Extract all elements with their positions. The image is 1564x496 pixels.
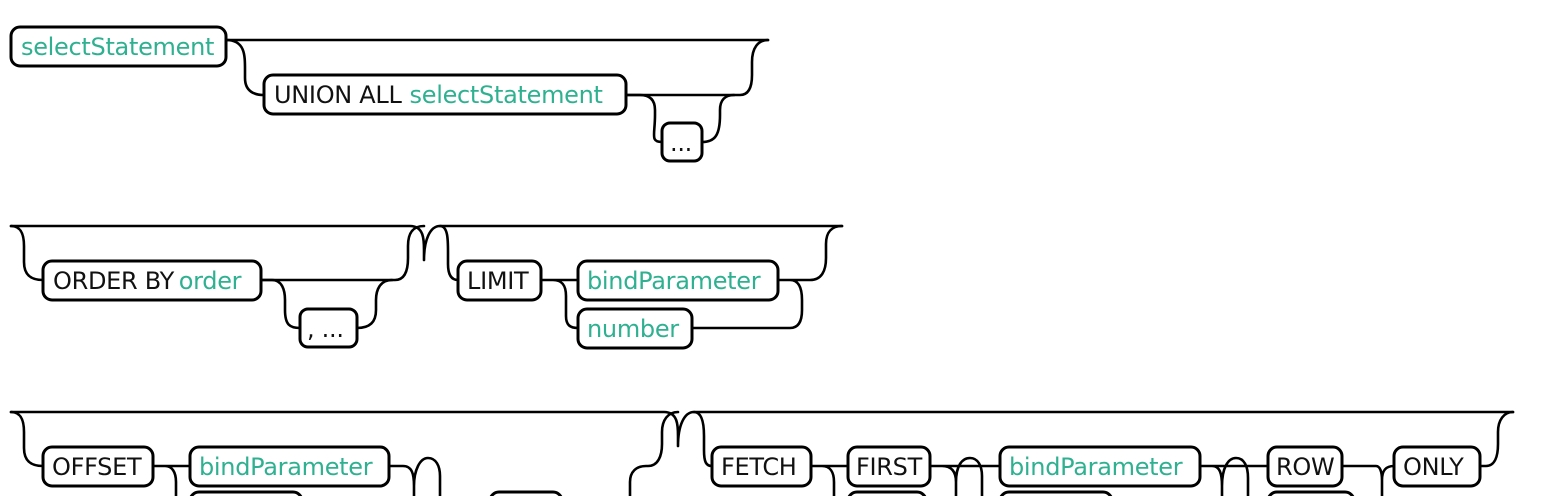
offset-bind-parameter-node[interactable]: bindParameter — [188, 445, 391, 488]
row2-limit-branch — [438, 224, 844, 330]
row2-top-track — [9, 224, 844, 262]
union-repeat-node[interactable]: ... — [660, 121, 704, 163]
only-keyword: ONLY — [1403, 453, 1464, 481]
limit-node[interactable]: LIMIT — [456, 259, 543, 302]
row3-fetch-branch — [692, 410, 1515, 496]
offset-bind-parameter-label: bindParameter — [199, 453, 373, 481]
row3-offset-branch — [9, 410, 680, 496]
union-all-keyword: UNION ALL — [274, 81, 402, 109]
fetch-number-node[interactable] — [999, 490, 1113, 496]
limit-bind-parameter-node[interactable]: bindParameter — [576, 259, 780, 302]
order-repeat-label: , ... — [307, 315, 344, 343]
offset-rows-node[interactable] — [489, 490, 563, 496]
limit-keyword: LIMIT — [467, 267, 529, 295]
fetch-keyword: FETCH — [721, 453, 797, 481]
order-ref: order — [179, 267, 242, 295]
only-node[interactable]: ONLY — [1392, 445, 1482, 488]
limit-bind-parameter-label: bindParameter — [587, 267, 761, 295]
offset-node[interactable]: OFFSET — [41, 445, 155, 488]
fetch-node[interactable]: FETCH — [710, 445, 813, 488]
first-keyword: FIRST — [856, 453, 923, 481]
rows-node[interactable] — [1267, 490, 1355, 496]
row-keyword: ROW — [1276, 453, 1334, 481]
order-repeat-node[interactable]: , ... — [298, 307, 359, 349]
offset-second-option-node[interactable] — [189, 490, 303, 496]
row3-offset-fetch: OFFSET bindParameter FETCH FIRST bindPar… — [9, 410, 1515, 496]
select-statement-node[interactable]: selectStatement — [9, 25, 228, 68]
next-node[interactable] — [847, 490, 927, 496]
offset-keyword: OFFSET — [52, 453, 142, 481]
select-statement-label: selectStatement — [21, 33, 214, 61]
union-select-statement-ref: selectStatement — [410, 81, 603, 109]
union-repeat-label: ... — [670, 129, 692, 157]
row1-union-all: selectStatement UNION ALL selectStatement… — [9, 25, 770, 163]
limit-number-label: number — [587, 315, 679, 343]
limit-number-node[interactable]: number — [576, 307, 694, 350]
row3-top-track — [9, 410, 1515, 448]
order-by-keyword: ORDER BY — [53, 267, 175, 295]
union-all-node[interactable]: UNION ALL selectStatement — [262, 73, 628, 116]
first-node[interactable]: FIRST — [846, 445, 932, 488]
row-node[interactable]: ROW — [1266, 445, 1344, 488]
fetch-bind-parameter-node[interactable]: bindParameter — [998, 445, 1202, 488]
fetch-bind-parameter-label: bindParameter — [1009, 453, 1183, 481]
